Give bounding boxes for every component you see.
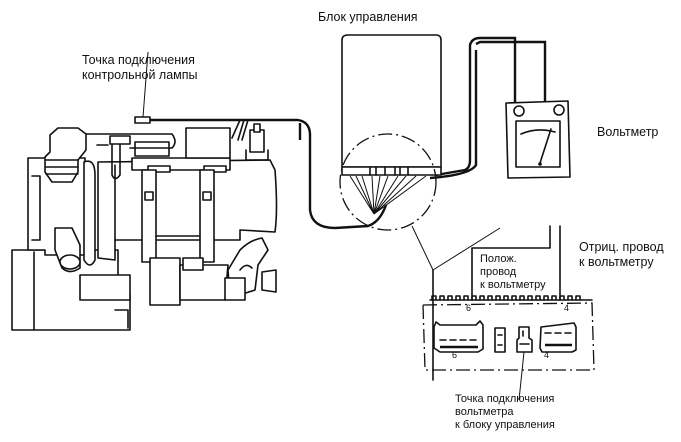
- terminal-positive: [513, 105, 525, 117]
- pin-mark-left-top: 6: [466, 303, 472, 313]
- label-positive-wire: Полож. провод к вольтметру: [480, 253, 546, 292]
- label-line: к вольтметру: [579, 255, 654, 269]
- pin-mark-right-top: 4: [564, 303, 570, 313]
- label-negative-wire: Отриц. провод к вольтметру: [579, 240, 664, 270]
- lamp-leader-line: [142, 51, 149, 118]
- label-line: вольтметра: [455, 406, 514, 418]
- label-line: Точка подключения: [455, 393, 555, 405]
- magnifier-circle: [339, 133, 437, 231]
- label-line: Точка подключения: [82, 53, 195, 67]
- label-line: Полож.: [480, 253, 517, 265]
- label-voltmeter: Вольтметр: [597, 125, 659, 139]
- lamp-connector: [134, 116, 151, 124]
- voltmeter: [505, 100, 571, 179]
- label-lamp-connection-point: Точка подключения контрольной лампы: [82, 53, 198, 83]
- label-line: провод: [480, 266, 517, 278]
- pin-mark-right-bottom: 4: [544, 350, 550, 360]
- wiring: [134, 36, 547, 230]
- label-control-unit: Блок управления: [318, 10, 418, 24]
- label-line: контрольной лампы: [82, 68, 198, 82]
- needle: [539, 128, 552, 164]
- heater-assembly: [11, 123, 278, 331]
- label-line: к блоку управления: [455, 419, 555, 431]
- zoomed-connector: [422, 225, 595, 401]
- terminal-negative: [553, 104, 565, 116]
- label-line: к вольтметру: [480, 279, 546, 291]
- label-voltmeter-connection-point: Точка подключения вольтметра к блоку упр…: [455, 393, 555, 432]
- control-unit: [339, 34, 501, 271]
- label-line: Отриц. провод: [579, 240, 664, 254]
- pin-mark-left-bottom: 6: [452, 350, 458, 360]
